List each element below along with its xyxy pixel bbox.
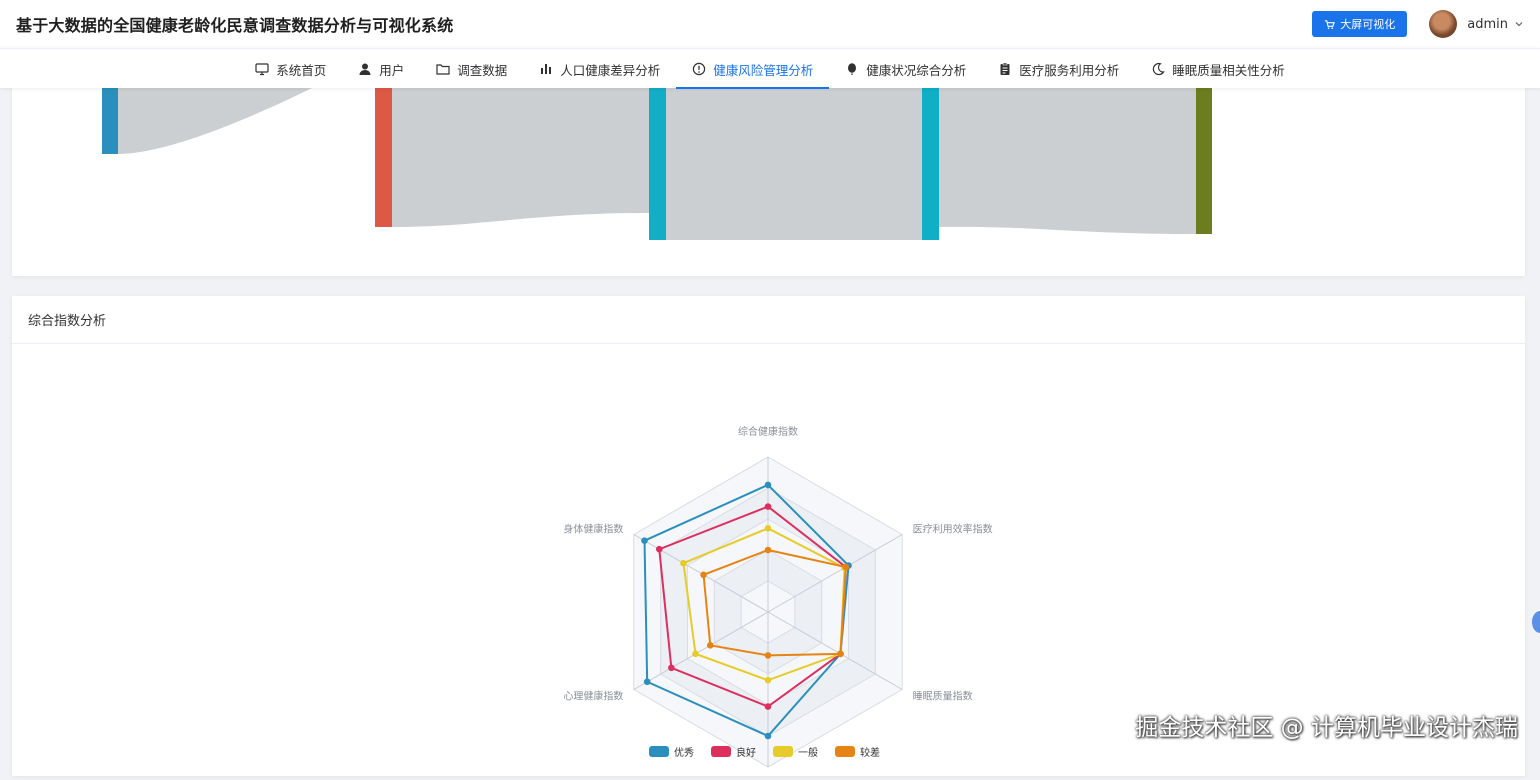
clipboard-icon	[1000, 62, 1010, 75]
header-right: 大屏可视化 admin	[1312, 10, 1524, 38]
info-circle-icon	[693, 62, 706, 76]
nav-item-user[interactable]: 用户	[342, 49, 420, 89]
radar-data-point[interactable]	[764, 546, 772, 554]
nav-item-population-health[interactable]: 人口健康差异分析	[523, 49, 676, 89]
chevron-down-icon	[1515, 22, 1523, 27]
radar-data-point[interactable]	[764, 732, 772, 740]
nav-item-health-risk[interactable]: 健康风险管理分析	[676, 49, 830, 89]
radar-axis-line	[767, 611, 903, 690]
radar-data-point[interactable]	[842, 563, 850, 571]
bigscreen-label: 大屏可视化	[1340, 18, 1396, 31]
radar-data-point[interactable]	[764, 676, 772, 684]
radar-chart: 综合健康指数医疗利用效率指数睡眠质量指数牙科健康指数心理健康指数身体健康指数 优…	[563, 425, 993, 768]
radar-data-point[interactable]	[655, 545, 663, 553]
legend-label[interactable]: 优秀	[674, 746, 694, 759]
radar-data-point[interactable]	[641, 537, 648, 544]
avatar[interactable]	[1429, 10, 1458, 38]
card-title: 综合指数分析	[12, 296, 1525, 344]
nav-label: 人口健康差异分析	[560, 62, 661, 78]
radar-data-point[interactable]	[700, 571, 707, 579]
sankey-link	[939, 88, 1196, 234]
radar-legend: 优秀 良好 一般 较差	[649, 746, 880, 759]
radar-data-point[interactable]	[668, 664, 675, 672]
cart-icon	[1325, 19, 1336, 29]
card-title-text: 综合指数分析	[28, 314, 107, 329]
nav-label: 系统首页	[276, 62, 327, 78]
legend-label[interactable]: 较差	[860, 746, 880, 759]
user-name: admin	[1467, 16, 1508, 32]
legend-swatch[interactable]	[835, 746, 855, 757]
radar-data-point[interactable]	[680, 559, 687, 567]
nav-item-health-status[interactable]: 健康状况综合分析	[829, 49, 982, 89]
nav-item-medical-service[interactable]: 医疗服务利用分析	[982, 49, 1135, 89]
sankey-link	[118, 88, 312, 154]
sankey-node	[922, 88, 939, 240]
folder-icon	[436, 64, 450, 75]
nav-label: 医疗服务利用分析	[1019, 62, 1120, 78]
nav-label: 调查数据	[457, 62, 508, 78]
radar-indicator-label: 医疗利用效率指数	[913, 523, 993, 536]
radar-axis-line	[633, 611, 769, 690]
radar-axis-line	[767, 534, 903, 613]
radar-data-point[interactable]	[837, 650, 844, 658]
user-icon	[359, 63, 371, 75]
radar-card: 综合指数分析 综合健康指数医疗利用效率指数睡眠质量指数牙科健康指数心理健康指数身…	[12, 296, 1525, 776]
radar-data-point[interactable]	[764, 652, 772, 659]
sankey-node	[375, 88, 392, 227]
nav-item-sleep-quality[interactable]: 睡眠质量相关性分析	[1135, 49, 1301, 89]
radar-indicator-label: 身体健康指数	[563, 523, 623, 536]
radar-data-point[interactable]	[706, 642, 714, 649]
radar-indicator-label: 睡眠质量指数	[913, 690, 973, 703]
sankey-link	[392, 88, 649, 227]
sankey-node	[649, 88, 666, 240]
sankey-node	[1196, 88, 1212, 234]
monitor-icon	[255, 63, 269, 76]
radar-indicator-label: 综合健康指数	[738, 425, 798, 438]
main-nav: 系统首页 用户 调查数据 人口健康差异分析 健康风险管理分析 健康状况综合分析 …	[0, 48, 1540, 89]
radar-data-point[interactable]	[764, 503, 772, 510]
nav-label: 用户	[379, 62, 405, 78]
sankey-chart	[102, 88, 1212, 240]
bigscreen-button[interactable]: 大屏可视化	[1312, 11, 1408, 37]
user-menu[interactable]: admin	[1467, 17, 1524, 32]
radar-data-point[interactable]	[764, 703, 772, 710]
bar-chart-icon	[541, 64, 552, 74]
sankey-node	[102, 88, 118, 154]
legend-label[interactable]: 良好	[736, 746, 756, 759]
radar-indicator-labels: 综合健康指数医疗利用效率指数睡眠质量指数牙科健康指数心理健康指数身体健康指数	[563, 425, 993, 703]
radar-indicator-label: 心理健康指数	[563, 690, 623, 703]
watermark: 掘金技术社区 @ 计算机毕业设计杰瑞	[1135, 715, 1518, 741]
radar-data-point[interactable]	[764, 525, 772, 532]
radar-data-point[interactable]	[692, 650, 699, 658]
nav-item-home[interactable]: 系统首页	[239, 49, 342, 89]
top-header: 基于大数据的全国健康老龄化民意调查数据分析与可视化系统 大屏可视化 admin	[0, 0, 1540, 48]
sankey-card	[12, 70, 1525, 276]
sankey-link	[666, 88, 922, 240]
radar-data-point[interactable]	[764, 481, 772, 489]
moon-icon	[1153, 62, 1165, 76]
nav-label: 健康风险管理分析	[713, 62, 814, 78]
radar-series-group	[641, 481, 852, 740]
legend-swatch[interactable]	[649, 746, 669, 757]
nav-item-survey-data[interactable]: 调查数据	[420, 49, 523, 89]
app-title: 基于大数据的全国健康老龄化民意调查数据分析与可视化系统	[16, 16, 454, 35]
legend-swatch[interactable]	[773, 746, 793, 757]
radar-data-point[interactable]	[643, 678, 651, 686]
balloon-icon	[848, 63, 857, 75]
nav-label: 健康状况综合分析	[866, 62, 967, 78]
side-floating-button[interactable]	[1532, 611, 1540, 633]
nav-label: 睡眠质量相关性分析	[1172, 62, 1285, 78]
legend-swatch[interactable]	[711, 746, 731, 757]
legend-label[interactable]: 一般	[798, 746, 818, 759]
